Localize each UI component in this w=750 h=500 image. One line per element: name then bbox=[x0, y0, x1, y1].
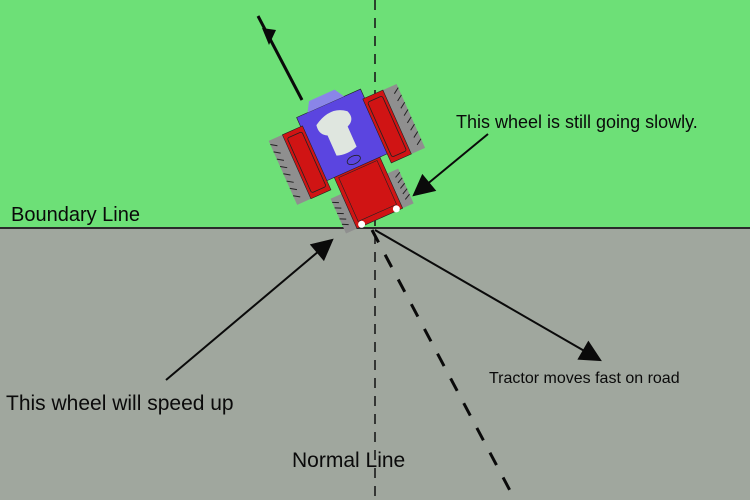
road-speed-label: Tractor moves fast on road bbox=[489, 370, 680, 387]
tractor-rear bbox=[307, 89, 345, 113]
slow-wheel-label: This wheel is still going slowly. bbox=[456, 112, 698, 132]
front-left-wheel bbox=[330, 193, 359, 234]
refracted-path-line bbox=[370, 229, 517, 500]
speed-up-wheel-arrow bbox=[165, 238, 334, 381]
front-right-wheel bbox=[385, 168, 414, 210]
road-direction-arrow bbox=[374, 229, 602, 362]
seat bbox=[316, 110, 357, 156]
normal-line-label: Normal Line bbox=[292, 449, 406, 472]
headlight-left bbox=[358, 220, 366, 228]
steering-wheel bbox=[346, 154, 361, 165]
speed-up-wheel-label: This wheel will speed up bbox=[6, 392, 234, 415]
slow-wheel-arrow bbox=[412, 133, 489, 197]
tractor bbox=[268, 83, 426, 234]
incident-arrowhead-icon bbox=[262, 28, 276, 45]
rear-left-wheel bbox=[268, 125, 332, 205]
rear-right-wheel bbox=[362, 83, 426, 164]
headlight-right bbox=[392, 205, 400, 213]
boundary-line-label: Boundary Line bbox=[11, 204, 140, 226]
